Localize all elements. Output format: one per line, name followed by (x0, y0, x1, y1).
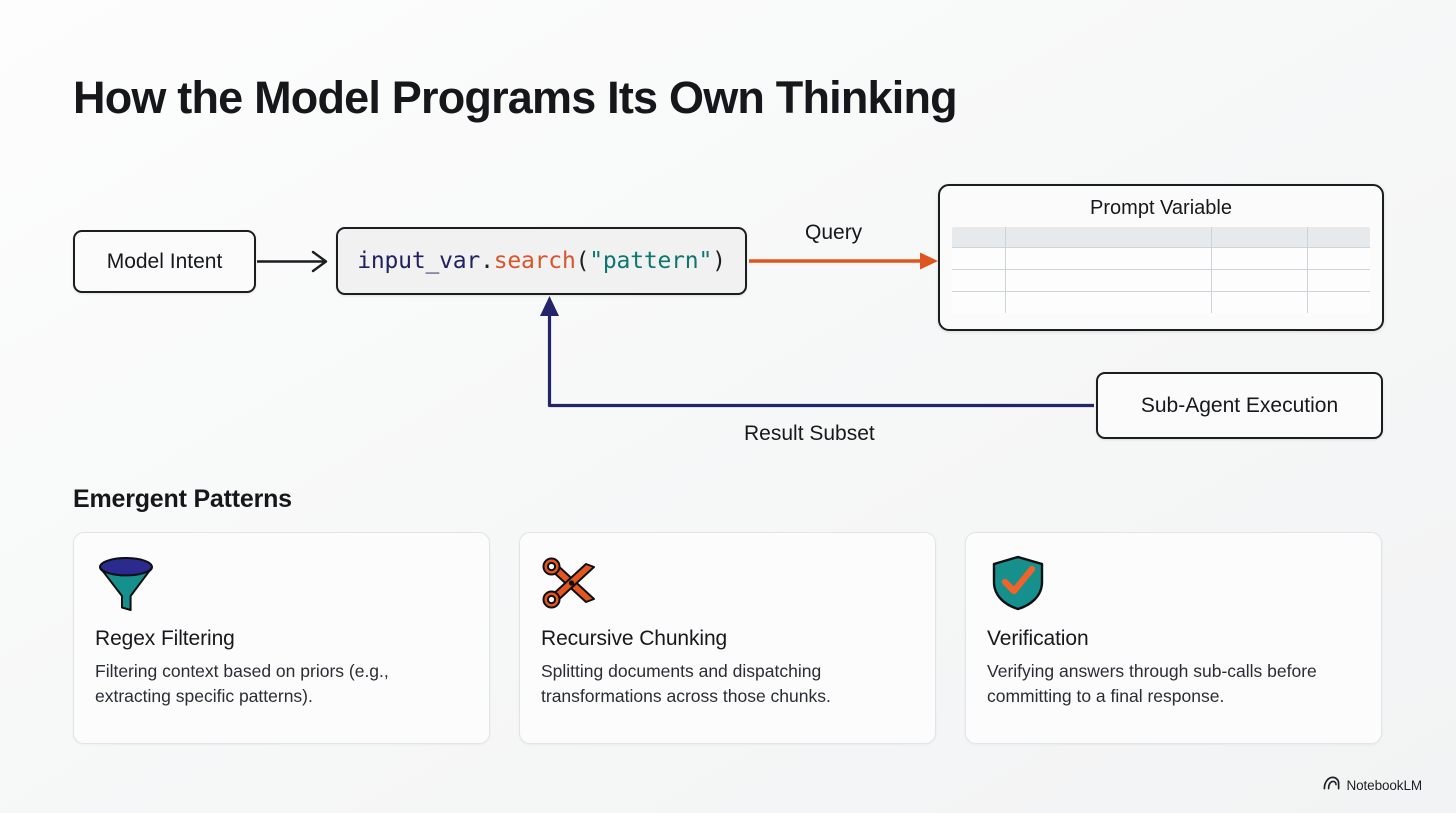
pattern-card-description: Splitting documents and dispatching tran… (541, 661, 831, 706)
table-row (952, 247, 1370, 270)
node-model-intent-label: Model Intent (106, 249, 223, 273)
pattern-card-recursive-chunking[interactable]: Recursive Chunking Splitting documents a… (519, 532, 936, 744)
table-header-cell (1005, 227, 1212, 248)
funnel-icon (95, 555, 468, 611)
shield-check-icon (987, 555, 1360, 611)
table-cell (1005, 291, 1212, 313)
table-header-cell (1307, 227, 1370, 248)
pattern-card-regex-filtering[interactable]: Regex Filtering Filtering context based … (73, 532, 490, 744)
pattern-card-description: Verifying answers through sub-calls befo… (987, 661, 1317, 706)
edge-code-to-prompt-variable (749, 252, 938, 270)
node-model-intent[interactable]: Model Intent (73, 230, 256, 293)
table-cell (1210, 247, 1309, 270)
notebooklm-logo: NotebookLM (1323, 776, 1422, 795)
table-row (952, 269, 1370, 292)
table-cell (1307, 247, 1370, 270)
code-token-open-paren: ( (575, 248, 590, 274)
code-token-close-paren: ) (712, 248, 726, 274)
pattern-card-description: Filtering context based on priors (e.g.,… (95, 661, 389, 706)
code-token-string: "pattern" (589, 248, 713, 274)
table-cell (952, 269, 1007, 292)
prompt-variable-table (951, 226, 1371, 314)
table-header-cell (952, 227, 1007, 248)
section-title-emergent-patterns: Emergent Patterns (73, 485, 292, 513)
edge-intent-to-code (257, 250, 328, 273)
pattern-card-list: Regex Filtering Filtering context based … (73, 532, 1383, 744)
pattern-card-title: Recursive Chunking (541, 627, 728, 650)
table-cell (1307, 269, 1370, 292)
notebooklm-logo-text: NotebookLM (1346, 778, 1422, 793)
page-title: How the Model Programs Its Own Thinking (73, 72, 958, 123)
prompt-variable-title: Prompt Variable (1090, 197, 1232, 219)
code-token-dot: . (480, 248, 494, 274)
table-cell (952, 291, 1007, 313)
code-token-variable: input_var (357, 248, 481, 274)
table-cell (1005, 269, 1212, 292)
node-sub-agent-label: Sub-Agent Execution (1140, 393, 1339, 417)
table-cell (1307, 291, 1370, 313)
node-code-expression[interactable]: input_var.search("pattern") (336, 227, 747, 295)
table-header-row (952, 227, 1370, 248)
table-cell (1210, 269, 1309, 292)
pattern-card-title: Verification (987, 627, 1089, 650)
pattern-card-title: Regex Filtering (95, 627, 235, 650)
scissors-icon (541, 555, 914, 611)
edge-label-query: Query (805, 221, 863, 244)
table-row (952, 291, 1370, 313)
edge-label-result-subset: Result Subset (744, 422, 875, 445)
node-prompt-variable[interactable]: Prompt Variable (938, 184, 1384, 331)
table-header-cell (1210, 227, 1309, 248)
pattern-card-verification[interactable]: Verification Verifying answers through s… (965, 532, 1382, 744)
table-cell (952, 247, 1007, 270)
table-cell (1005, 247, 1212, 270)
code-token-method: search (493, 248, 576, 274)
table-cell (1210, 291, 1309, 313)
node-sub-agent-execution[interactable]: Sub-Agent Execution (1096, 372, 1383, 439)
notebooklm-arc-icon (1323, 776, 1340, 795)
